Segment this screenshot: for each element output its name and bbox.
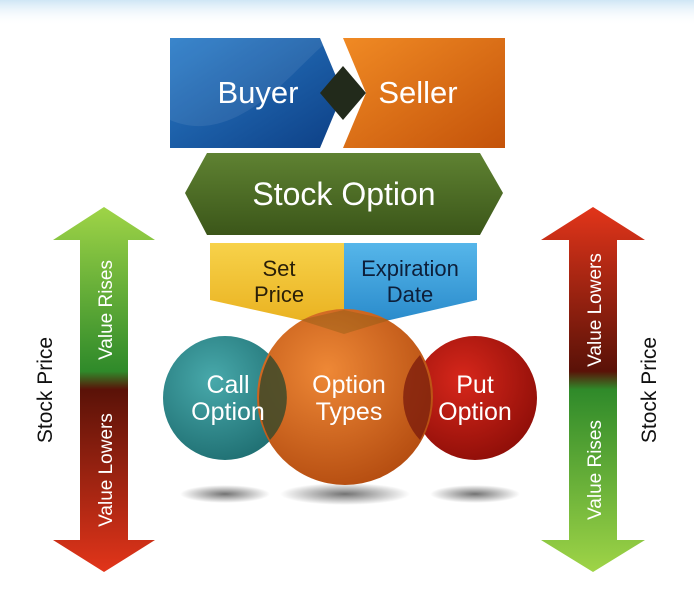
top-overlap <box>300 310 390 334</box>
top-band <box>0 0 694 26</box>
expiration-date-box <box>344 243 477 320</box>
call-option-line1: Call <box>206 371 249 399</box>
call-option-line2: Option <box>191 398 265 426</box>
expiration-date-line2: Date <box>387 282 433 307</box>
option-types-circle <box>257 309 433 485</box>
buyer-seller-junction <box>320 66 366 120</box>
seller-box <box>343 38 505 148</box>
right-stock-price-arrow <box>541 207 645 572</box>
call-option-shadow <box>180 485 270 503</box>
buyer-label: Buyer <box>218 75 299 110</box>
buyer-highlight <box>170 38 330 127</box>
call-types-overlap <box>259 355 287 440</box>
put-option-shadow <box>430 485 520 503</box>
option-types-line1: Option <box>312 371 386 399</box>
right-value-lowers-label: Value Lowers <box>585 253 606 367</box>
put-option-line2: Option <box>438 398 512 426</box>
option-types-shadow <box>280 483 410 505</box>
left-stock-price-arrow <box>53 207 155 572</box>
stock-option-label: Stock Option <box>252 176 435 212</box>
left-value-lowers-label: Value Lowers <box>96 413 117 527</box>
seller-label: Seller <box>378 75 457 110</box>
set-price-line1: Set <box>262 256 295 281</box>
right-value-rises-label: Value Rises <box>585 420 606 520</box>
buyer-box <box>170 38 343 148</box>
put-option-line1: Put <box>456 371 494 399</box>
option-types-line2: Types <box>316 398 383 426</box>
call-option-circle <box>163 336 287 460</box>
left-stock-price-label: Stock Price <box>34 337 57 443</box>
expiration-date-line1: Expiration <box>361 256 459 281</box>
set-price-box <box>210 243 344 320</box>
put-option-circle <box>413 336 537 460</box>
types-put-overlap <box>403 355 431 440</box>
right-stock-price-label: Stock Price <box>638 337 661 443</box>
stock-option-box <box>185 153 503 235</box>
left-value-rises-label: Value Rises <box>96 260 117 360</box>
set-price-line2: Price <box>254 282 304 307</box>
